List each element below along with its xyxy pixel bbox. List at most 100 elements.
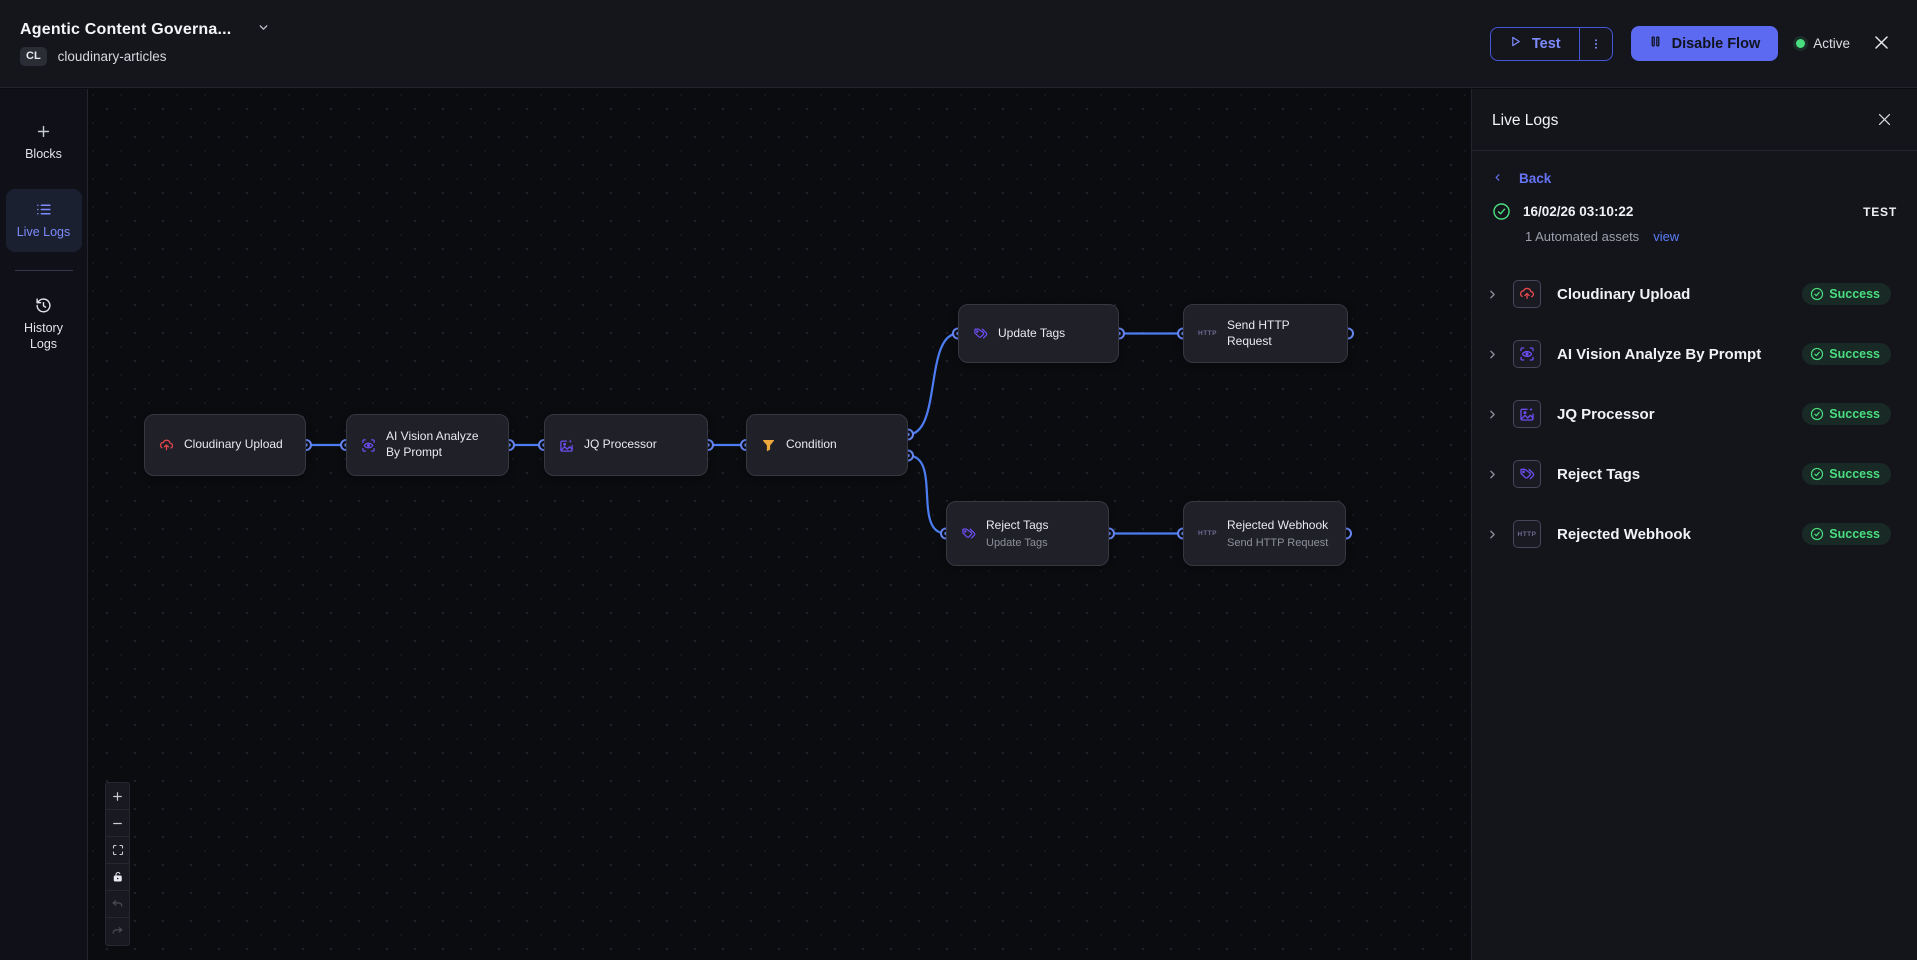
panel-header: Live Logs (1472, 89, 1917, 151)
panel-title: Live Logs (1492, 112, 1559, 129)
chevron-left-icon (1492, 171, 1503, 186)
node-title: Send HTTP Request (1226, 317, 1290, 348)
close-panel-button[interactable] (1872, 107, 1897, 135)
node-title: Condition (786, 437, 837, 452)
log-entry-row[interactable]: AI Vision Analyze By Prompt Success (1478, 330, 1897, 378)
undo-button[interactable] (106, 891, 129, 918)
success-circle-icon (1492, 202, 1511, 221)
disable-flow-button[interactable]: Disable Flow (1630, 26, 1779, 61)
chevron-right-icon[interactable] (1486, 348, 1499, 361)
flow-node-jq-processor[interactable]: JQ Processor (544, 414, 708, 476)
chevron-right-icon[interactable] (1486, 468, 1499, 481)
node-title: Reject Tags (986, 518, 1049, 533)
history-icon (35, 297, 52, 314)
status-badge: Success (1802, 463, 1891, 485)
entry-title: AI Vision Analyze By Prompt (1557, 345, 1762, 363)
plus-icon (111, 790, 124, 803)
node-title: Cloudinary Upload (184, 437, 283, 452)
log-entry-row[interactable]: Reject Tags Success (1478, 450, 1897, 498)
undo-icon (111, 898, 124, 911)
check-circle-icon (1810, 287, 1824, 301)
entry-title: Reject Tags (1557, 465, 1641, 483)
run-meta: 16/02/26 03:10:22 TEST 1 Automated asset… (1472, 192, 1917, 244)
check-circle-icon (1810, 347, 1824, 361)
close-editor-button[interactable] (1868, 29, 1895, 59)
status-badge-label: Success (1829, 347, 1880, 361)
chevron-down-icon[interactable] (257, 21, 270, 39)
disable-flow-label: Disable Flow (1671, 35, 1761, 52)
close-icon (1876, 111, 1893, 131)
zoom-out-button[interactable] (106, 810, 129, 837)
status-badge-label: Success (1829, 527, 1880, 541)
sidebar-item-blocks[interactable]: Blocks (6, 111, 82, 175)
sidebar-item-live-logs[interactable]: Live Logs (5, 188, 82, 253)
zoom-in-button[interactable] (106, 783, 129, 810)
node-title: AI Vision Analyze By Prompt (386, 429, 479, 459)
cloud-upload-icon (159, 438, 174, 453)
tags-icon (973, 326, 988, 341)
lock-icon (112, 871, 124, 883)
workspace-badge: CL (20, 47, 47, 66)
redo-button[interactable] (106, 918, 129, 945)
entry-title: JQ Processor (1557, 405, 1655, 423)
http-icon: HTTP (1198, 530, 1217, 537)
sidebar-item-history-logs[interactable]: History Logs (6, 285, 82, 364)
chevron-right-icon[interactable] (1486, 408, 1499, 421)
page-title: Agentic Content Governa... (20, 21, 232, 38)
test-button[interactable]: Test (1491, 28, 1579, 60)
close-icon (1872, 33, 1891, 55)
entry-title: Rejected Webhook (1557, 525, 1691, 543)
check-circle-icon (1810, 467, 1824, 481)
active-status-dot (1796, 39, 1806, 48)
plus-icon (35, 123, 52, 140)
sidebar-item-label: Blocks (25, 147, 62, 161)
node-title: JQ Processor (584, 437, 657, 452)
flow-node-ai-vision[interactable]: AI Vision Analyze By Prompt (346, 414, 509, 476)
redo-icon (111, 925, 124, 938)
flow-edge (907, 454, 947, 535)
fullscreen-icon (112, 844, 124, 856)
test-options-kebab-icon[interactable] (1578, 27, 1612, 60)
ai-vision-icon (361, 438, 376, 453)
sidebar-item-label: Live Logs (16, 224, 71, 239)
flow-canvas[interactable]: Cloudinary Upload AI Vision Analyze By Pr… (89, 89, 1471, 960)
sidebar-item-label: History Logs (24, 321, 63, 351)
top-header: Agentic Content Governa... CL cloudinary… (0, 0, 1917, 88)
lock-button[interactable] (106, 864, 129, 891)
check-circle-icon (1810, 407, 1824, 421)
entry-icon-box (1513, 400, 1541, 428)
status-label: Active (1813, 36, 1850, 51)
node-subtitle: Update Tags (986, 536, 1048, 549)
image-sparkle-icon (559, 438, 574, 453)
run-assets-count: 1 Automated assets (1525, 229, 1640, 244)
filter-icon (761, 438, 776, 453)
node-title: Update Tags (998, 325, 1066, 340)
list-icon (35, 201, 52, 218)
canvas-toolbar (105, 782, 130, 946)
flow-title-dropdown[interactable]: Agentic Content Governa... (20, 21, 270, 39)
chevron-right-icon[interactable] (1486, 528, 1499, 541)
fit-view-button[interactable] (106, 837, 129, 864)
flow-node-cloudinary-upload[interactable]: Cloudinary Upload (144, 414, 306, 476)
flow-node-update-tags[interactable]: Update Tags (958, 304, 1119, 363)
flow-node-condition[interactable]: Condition (746, 414, 908, 476)
flow-edge (907, 332, 959, 436)
run-timestamp: 16/02/26 03:10:22 (1523, 204, 1634, 219)
back-label: Back (1519, 171, 1552, 186)
header-actions: Test Disable Flow Active (1489, 26, 1895, 61)
view-assets-link[interactable]: view (1653, 229, 1680, 244)
chevron-right-icon[interactable] (1486, 288, 1499, 301)
tags-icon (961, 526, 976, 541)
entry-icon-box (1513, 460, 1541, 488)
back-button[interactable]: Back (1472, 151, 1917, 192)
test-split-button: Test (1489, 26, 1613, 61)
flow-status: Active (1796, 36, 1850, 51)
